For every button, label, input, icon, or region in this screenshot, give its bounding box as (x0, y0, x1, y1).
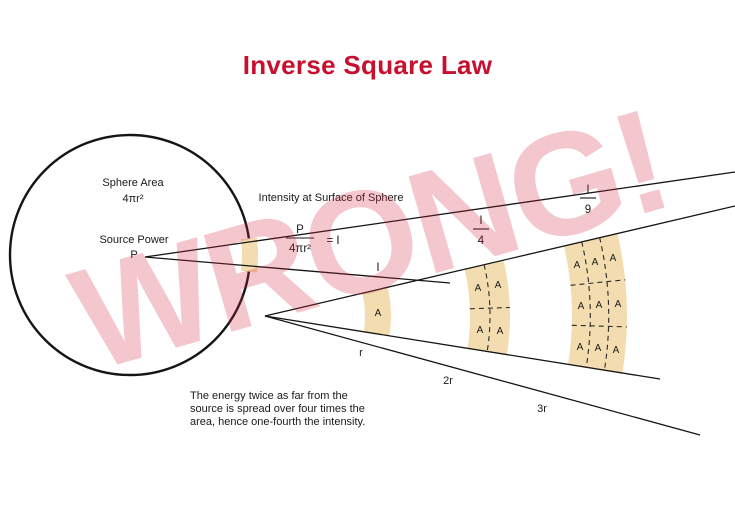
area-label: A (375, 308, 382, 319)
ray-fan-lower (264, 315, 661, 380)
ray-source-top (144, 171, 735, 258)
ray-source-bottom (144, 256, 451, 284)
area-label: A (574, 260, 581, 271)
area-label: A (595, 343, 602, 354)
ray-fan-top (264, 205, 735, 317)
divider-3r-column-1 (581, 241, 591, 369)
source-power-symbol: P (130, 249, 137, 261)
area-label: A (610, 253, 617, 264)
sphere-area-formula: 4πr² (122, 193, 143, 205)
caption-line-3: area, hence one-fourth the intensity. (190, 416, 365, 428)
intensity-at-2r-fraction: I 4 (473, 215, 489, 247)
distance-2r-label: 2r (443, 375, 453, 387)
intensity-2r-numerator: I (479, 215, 482, 227)
area-label: A (477, 325, 484, 336)
divider-3r-row-2 (571, 324, 627, 328)
formula-denominator: 4πr² (289, 243, 311, 255)
intensity-3r-denominator: 9 (585, 204, 591, 216)
intensity-2r-denominator: 4 (478, 235, 485, 247)
intensity-at-r-label: I (376, 262, 379, 274)
area-label: A (615, 299, 622, 310)
ray-fan-bottom (264, 315, 701, 436)
patch-at-r (362, 287, 392, 337)
divider-2r-row (469, 306, 510, 310)
area-label: A (577, 342, 584, 353)
intensity-at-3r-fraction: I 9 (580, 184, 596, 216)
divider-3r-column-2 (599, 237, 610, 372)
area-label: A (596, 300, 603, 311)
divider-3r-row-1 (570, 279, 626, 286)
area-label: A (475, 283, 482, 294)
area-label: A (578, 301, 585, 312)
caption-line-2: source is spread over four times the (190, 403, 365, 415)
area-label: A (497, 326, 504, 337)
intensity-surface-label: Intensity at Surface of Sphere (259, 192, 404, 204)
sphere-area-label: Sphere Area (102, 177, 164, 189)
formula-rhs: = I (326, 235, 339, 247)
distance-3r-label: 3r (537, 403, 547, 415)
area-label: A (592, 257, 599, 268)
intensity-formula: P 4πr² = I (286, 224, 340, 255)
intensity-3r-numerator: I (586, 184, 589, 196)
formula-numerator: P (296, 224, 304, 236)
area-label: A (495, 280, 502, 291)
area-label: A (613, 345, 620, 356)
patch-at-2r (464, 260, 510, 356)
patch-grid-dividers (469, 237, 627, 372)
caption-line-1: The energy twice as far from the (190, 390, 348, 402)
page-title: Inverse Square Law (242, 50, 493, 80)
patch-at-3r (563, 233, 627, 374)
explanation-caption: The energy twice as far from the source … (190, 390, 365, 428)
distance-r-label: r (359, 347, 363, 359)
source-power-label: Source Power (99, 234, 168, 246)
sphere-surface-patch (240, 237, 259, 273)
ray-lines (144, 171, 735, 436)
